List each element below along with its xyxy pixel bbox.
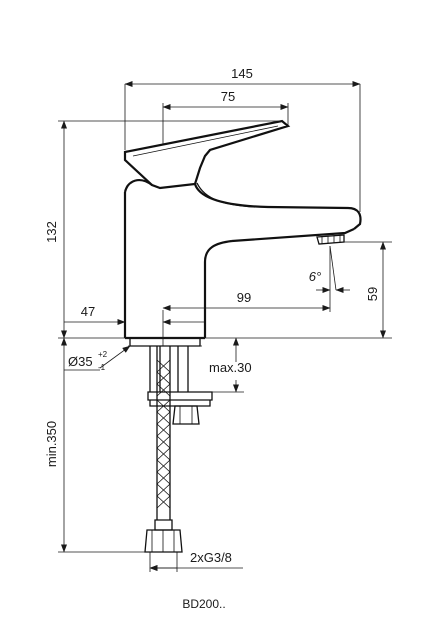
label-diameter: Ø35 xyxy=(68,354,93,369)
dim-hose-length: min.350 xyxy=(44,337,145,553)
label-min350: min.350 xyxy=(44,421,59,467)
label-47: 47 xyxy=(81,304,95,319)
dim-spout-height: 59 xyxy=(344,241,392,339)
label-6deg: 6° xyxy=(309,269,321,284)
faucet-outline xyxy=(123,119,362,347)
label-thread: 2xG3/8 xyxy=(190,550,232,565)
product-code: BD200.. xyxy=(182,597,225,611)
dim-overall-width: 145 xyxy=(124,66,361,212)
label-99: 99 xyxy=(237,290,251,305)
dim-base-diameter: Ø35 +2 -1 xyxy=(64,345,131,372)
label-59: 59 xyxy=(365,287,380,301)
dim-handle-length: 75 xyxy=(162,89,289,144)
dim-height: 132 xyxy=(44,120,282,339)
label-145: 145 xyxy=(231,66,253,81)
dim-spout-angle: 6° xyxy=(309,245,350,293)
dim-max-thickness: max.30 xyxy=(209,337,252,393)
fixing-assembly xyxy=(144,346,213,560)
label-max30: max.30 xyxy=(209,360,252,375)
label-tol-lower: -1 xyxy=(98,363,106,372)
dim-spout-reach: 99 xyxy=(162,246,331,312)
dim-connection-thread: 2xG3/8 xyxy=(149,550,243,572)
label-75: 75 xyxy=(221,89,235,104)
dim-base-offset: 47 xyxy=(64,304,205,346)
label-tol-upper: +2 xyxy=(98,350,108,359)
label-132: 132 xyxy=(44,221,59,243)
